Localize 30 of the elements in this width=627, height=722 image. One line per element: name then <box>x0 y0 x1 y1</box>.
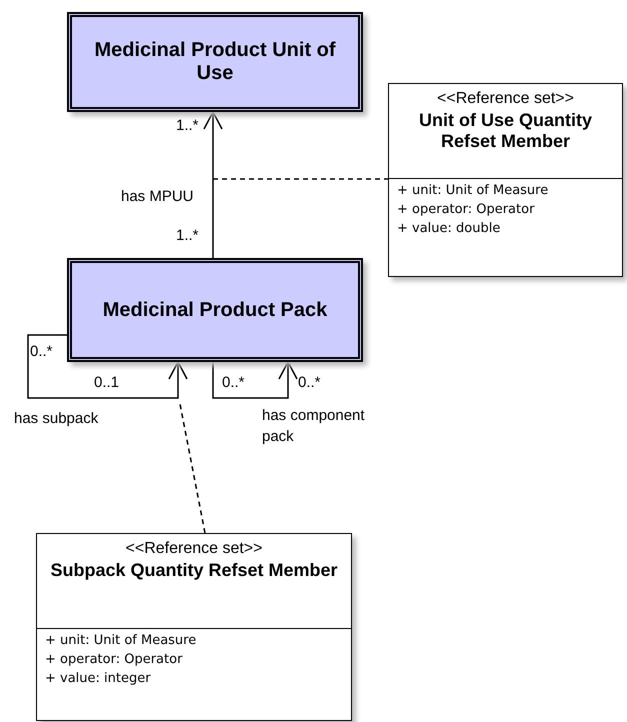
multiplicity-label: 0..* <box>222 374 245 391</box>
association-arrow <box>27 334 188 399</box>
edge-label: has component pack <box>262 406 366 447</box>
class-name: Medicinal Product Pack <box>102 298 328 322</box>
class-box <box>67 12 363 112</box>
edge-label: has MPUU <box>121 188 194 205</box>
class-box <box>388 83 623 277</box>
association-arrow <box>203 111 223 258</box>
class-name: Medicinal Product Unit of Use <box>93 39 337 85</box>
dashed-connector <box>213 178 388 180</box>
attribute-text: + value: double <box>397 221 500 236</box>
multiplicity-label: 0..* <box>298 374 321 391</box>
multiplicity-label: 0..* <box>30 343 53 360</box>
class-name: Unit of Use Quantity Refset Member <box>418 110 593 152</box>
multiplicity-label: 0..1 <box>94 374 120 391</box>
stereotype-label: <<Reference set>> <box>126 540 262 558</box>
attribute-text: + value: integer <box>45 671 151 686</box>
association-arrow <box>212 361 298 399</box>
multiplicity-label: 1..* <box>176 117 199 134</box>
attribute-text: + operator: Operator <box>45 652 182 667</box>
attribute-text: + unit: Unit of Measure <box>397 183 548 198</box>
attribute-text: + operator: Operator <box>397 202 534 217</box>
edge-label: has subpack <box>14 410 98 427</box>
attribute-text: + unit: Unit of Measure <box>45 633 196 648</box>
multiplicity-label: 1..* <box>176 227 199 244</box>
class-name: Subpack Quantity Refset Member <box>49 560 339 581</box>
class-box <box>67 258 363 362</box>
stereotype-label: <<Reference set>> <box>437 90 574 108</box>
dashed-connector <box>179 404 206 534</box>
class-box <box>36 533 352 721</box>
